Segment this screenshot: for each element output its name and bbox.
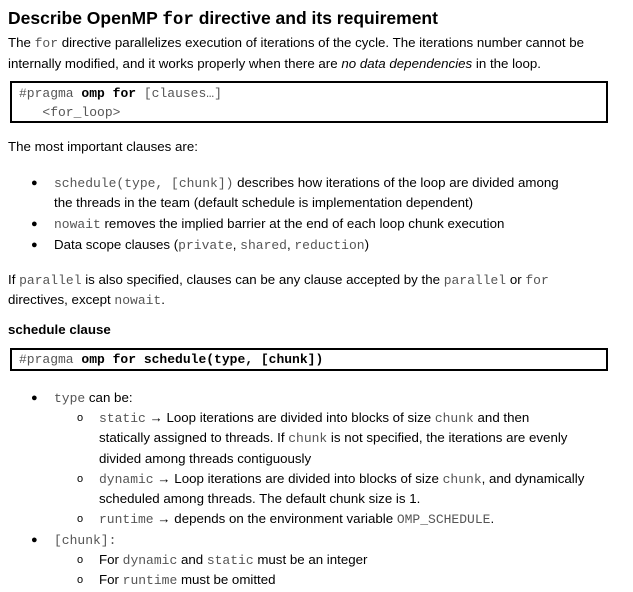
bullet-nowait: nowait removes the implied barrier at th… (54, 216, 505, 232)
sub-bullet-icon: o (77, 513, 84, 525)
sub-bullet-icon: o (77, 412, 84, 424)
bullet-type: type can be: (54, 390, 133, 406)
sub-bullet-icon: o (77, 473, 84, 485)
chunk-dynamic-static: For dynamic and static must be an intege… (99, 552, 368, 568)
title-code-for: for (162, 10, 194, 30)
bullet-icon: ● (31, 177, 38, 189)
type-dynamic: dynamic → Loop iterations are divided in… (99, 471, 585, 487)
bullet-icon: ● (31, 239, 38, 251)
code-block-schedule: #pragma omp for schedule(type, [chunk]) (10, 348, 608, 371)
clauses-intro: The most important clauses are: (8, 139, 198, 154)
bullet-icon: ● (31, 534, 38, 546)
parallel-note-line1: If parallel is also specified, clauses c… (8, 272, 549, 288)
bullet-icon: ● (31, 218, 38, 230)
bullet-schedule-cont: the threads in the team (default schedul… (54, 195, 474, 210)
intro-paragraph: The for directive parallelizes execution… (8, 35, 585, 71)
page-title: Describe OpenMP for directive and its re… (8, 8, 438, 30)
type-runtime: runtime → depends on the environment var… (99, 511, 495, 527)
bullet-icon: ● (31, 392, 38, 404)
code-block-for: #pragma omp for [clauses…] <for_loop> (10, 81, 608, 123)
type-static: static → Loop iterations are divided int… (99, 410, 530, 426)
parallel-note-line2: directives, except nowait. (8, 292, 165, 308)
type-dynamic-cont: scheduled among threads. The default chu… (99, 491, 421, 506)
sub-bullet-icon: o (77, 574, 84, 586)
bullet-schedule: schedule(type, [chunk]) describes how it… (54, 175, 559, 191)
bullet-data-scope: Data scope clauses (private, shared, red… (54, 237, 370, 253)
bullet-chunk: [chunk]: (54, 533, 117, 548)
type-static-cont: statically assigned to threads. If chunk… (99, 430, 568, 446)
sub-bullet-icon: o (77, 554, 84, 566)
schedule-heading: schedule clause (8, 322, 111, 337)
chunk-runtime: For runtime must be omitted (99, 572, 276, 588)
type-static-cont2: divided among threads contiguously (99, 451, 312, 466)
